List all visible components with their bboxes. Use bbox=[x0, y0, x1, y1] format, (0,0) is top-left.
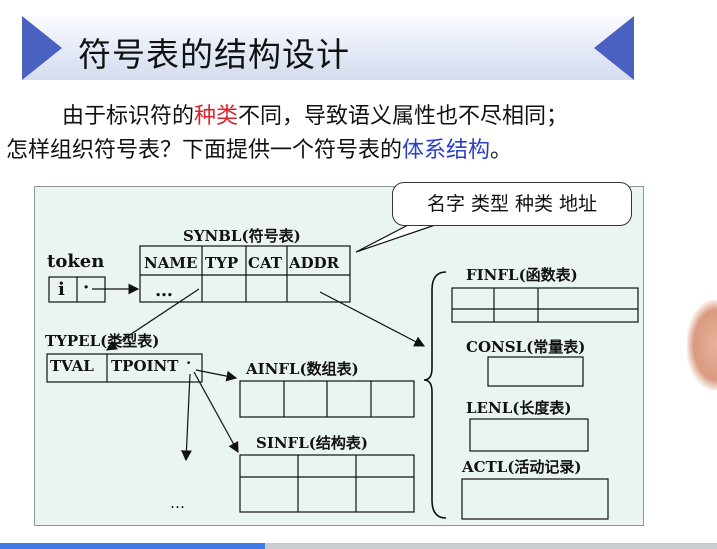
typ-to-typel-arrow bbox=[105, 288, 200, 351]
actl-title: ACTL(活动记录) bbox=[462, 458, 582, 476]
intro-line-1-b: 不同，导致语义属性也不尽相同； bbox=[238, 104, 569, 129]
bottom-ellipsis: … bbox=[170, 494, 185, 512]
typel-table-box bbox=[46, 353, 203, 383]
typel-title: TYPEL(类型表) bbox=[45, 332, 160, 350]
diagram-panel bbox=[34, 186, 644, 526]
intro-line-1-a: 由于标识符的 bbox=[62, 104, 195, 129]
typel-col-tval: TVAL bbox=[50, 357, 94, 375]
title-banner: 符号表的结构设计 bbox=[22, 16, 634, 80]
intro-line-1: 由于标识符的种类不同，导致语义属性也不尽相同； bbox=[0, 100, 717, 134]
synbl-ellipsis: … bbox=[155, 280, 173, 301]
synbl-col-cat: CAT bbox=[248, 254, 282, 272]
synbl-col-typ: TYP bbox=[205, 254, 239, 272]
token-cell-pointer: · bbox=[83, 277, 90, 298]
consl-table-box bbox=[487, 356, 584, 387]
group-brace bbox=[423, 271, 447, 519]
intro-line-2-a: 怎样组织符号表？下面提供一个符号表的 bbox=[6, 138, 403, 163]
finfl-title: FINFL(函数表) bbox=[466, 266, 578, 284]
synbl-col-name: NAME bbox=[144, 254, 198, 272]
finfl-table-box bbox=[451, 287, 639, 323]
synbl-col-addr: ADDR bbox=[289, 254, 340, 272]
typel-pointer-dot: · bbox=[186, 354, 192, 372]
intro-line-2-b: 。 bbox=[490, 138, 513, 163]
attribute-callout: 名字 类型 种类 地址 bbox=[392, 182, 632, 226]
slide-title: 符号表的结构设计 bbox=[78, 35, 350, 74]
presenter-video-edge bbox=[687, 300, 717, 390]
addr-to-tables-arrow bbox=[319, 291, 426, 347]
right-arrow-icon bbox=[594, 16, 634, 80]
actl-table-box bbox=[461, 478, 609, 520]
intro-text: 由于标识符的种类不同，导致语义属性也不尽相同； 怎样组织符号表？下面提供一个符号… bbox=[0, 100, 717, 168]
left-arrow-icon bbox=[22, 16, 62, 80]
sinfl-title: SINFL(结构表) bbox=[256, 434, 368, 452]
lenl-table-box bbox=[469, 418, 589, 452]
consl-title: CONSL(常量表) bbox=[466, 338, 586, 356]
ainfl-title: AINFL(数组表) bbox=[246, 360, 359, 378]
sinfl-table-box bbox=[239, 454, 415, 513]
tpoint-to-sinfl-arrow bbox=[193, 371, 239, 454]
intro-line-2: 怎样组织符号表？下面提供一个符号表的体系结构。 bbox=[0, 134, 717, 168]
tpoint-down-arrow bbox=[181, 373, 192, 462]
token-cell-i: i bbox=[58, 279, 65, 300]
synbl-table-box bbox=[139, 245, 351, 303]
tpoint-to-ainfl-arrow bbox=[195, 369, 238, 382]
video-progress-bar[interactable] bbox=[0, 543, 717, 549]
typel-col-tpoint: TPOINT bbox=[111, 357, 179, 375]
token-label: token bbox=[47, 251, 105, 272]
keyword-kind: 种类 bbox=[194, 104, 239, 129]
synbl-title: SYNBL(符号表) bbox=[183, 227, 301, 245]
keyword-architecture: 体系结构 bbox=[402, 138, 491, 163]
video-progress-fill bbox=[0, 543, 266, 549]
lenl-title: LENL(长度表) bbox=[466, 399, 572, 417]
